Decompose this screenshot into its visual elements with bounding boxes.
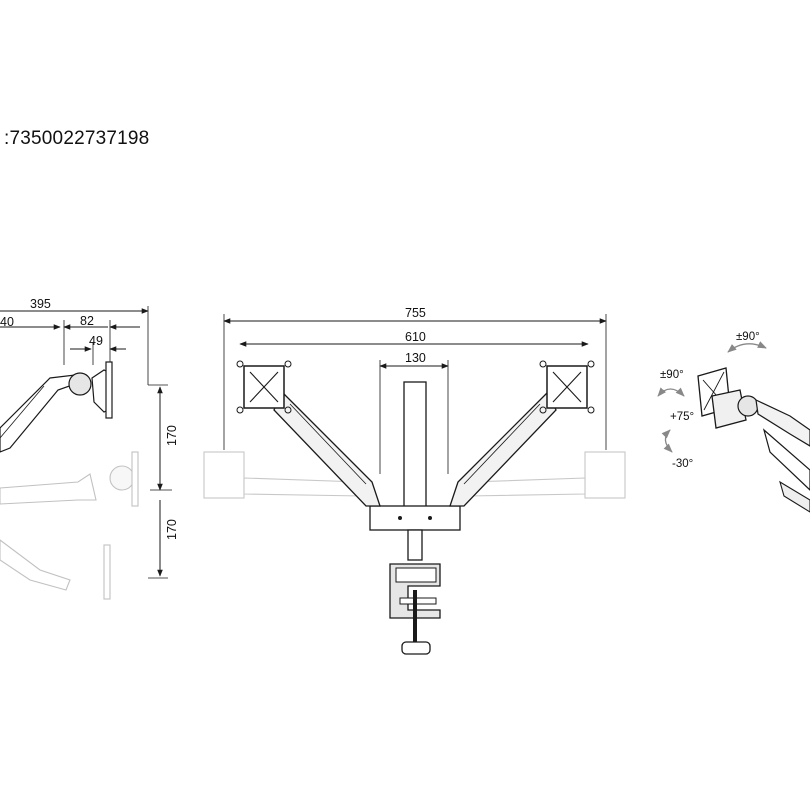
dim-755-label: 755 — [405, 306, 426, 320]
desk-clamp — [389, 529, 441, 655]
side-view: 395 40 82 49 170 170 — [0, 297, 179, 600]
swivel-angle-label: ±90° — [736, 331, 760, 343]
left-vesa-plate — [236, 360, 292, 414]
dim-130-label: 130 — [405, 351, 426, 365]
tilt-plus-label: +75° — [670, 411, 694, 423]
dim-49-label: 49 — [89, 334, 103, 348]
dim-40-label: 40 — [0, 315, 14, 329]
dim-170-top-label: 170 — [165, 425, 179, 446]
dim-610-label: 610 — [405, 330, 426, 344]
tilt-minus-label: -30° — [672, 458, 693, 470]
right-vesa-plate — [539, 360, 595, 414]
product-code: :7350022737198 — [4, 128, 150, 149]
front-view: 755 610 130 — [203, 306, 626, 655]
dim-170-bottom-label: 170 — [165, 519, 179, 540]
rotation-view: ±90° ±90° +75° -30° — [657, 331, 810, 513]
tilt-up-label: ±90° — [660, 369, 684, 381]
dim-395-label: 395 — [30, 297, 51, 311]
dim-82-label: 82 — [80, 314, 94, 328]
